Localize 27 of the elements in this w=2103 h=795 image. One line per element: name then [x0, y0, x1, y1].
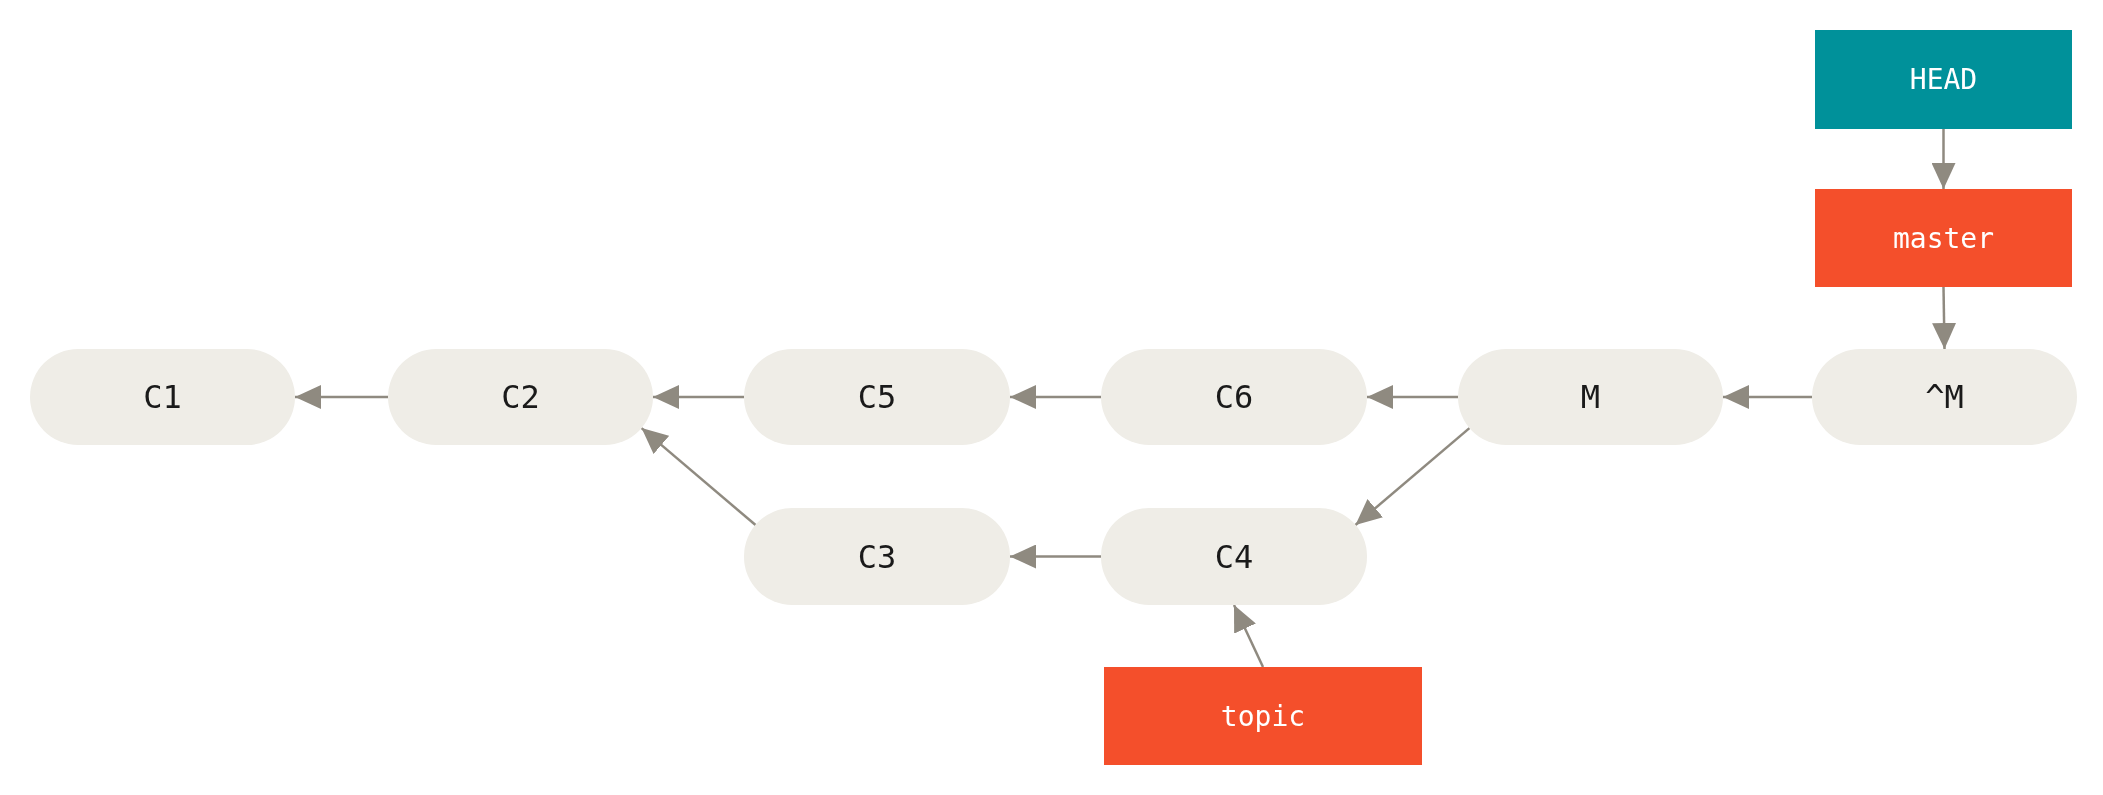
- arrow: [1232, 604, 1265, 668]
- commit-label: C5: [857, 378, 897, 416]
- commit-label: C2: [501, 378, 540, 416]
- commit-label: M: [1580, 378, 1601, 416]
- commit-label: C4: [1214, 537, 1254, 576]
- arrow: [1723, 385, 1812, 409]
- commit-label: ^M: [1925, 378, 1964, 416]
- arrow: [295, 385, 388, 409]
- branch-label-box: [1815, 189, 2072, 287]
- ref-label: HEAD: [1909, 63, 1978, 96]
- arrow: [653, 385, 744, 409]
- arrow: [1367, 385, 1458, 409]
- ref-label: master: [1892, 221, 1995, 255]
- arrow: [1010, 544, 1101, 569]
- commit-pill: [744, 508, 1010, 605]
- ref-label: topic: [1220, 699, 1306, 733]
- arrow: [640, 427, 757, 527]
- arrow: [1010, 385, 1101, 409]
- head-pointer-box: [1815, 30, 2072, 129]
- commit-label: C6: [1214, 378, 1254, 416]
- arrow: [1931, 129, 1956, 189]
- branch-label-box: [1104, 667, 1422, 765]
- commit-pill: [1458, 349, 1723, 445]
- commit-label: C3: [857, 537, 897, 576]
- arrow: [1354, 427, 1471, 527]
- arrow: [1932, 286, 1957, 350]
- commit-label: C1: [143, 378, 182, 416]
